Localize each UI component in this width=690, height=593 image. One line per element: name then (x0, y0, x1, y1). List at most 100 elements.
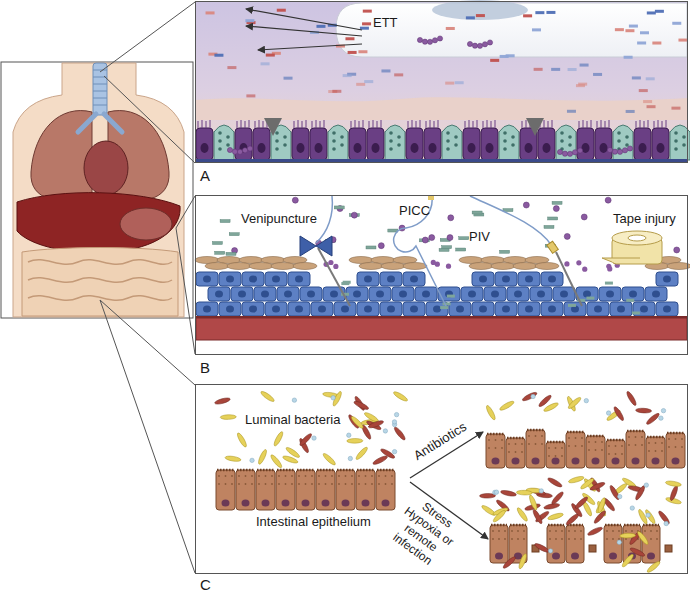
drawing-rect (356, 470, 375, 510)
drawing-ellipse (456, 306, 464, 313)
drawing-ellipse (612, 458, 620, 465)
drawing-ellipse (609, 553, 617, 560)
drawing-circle (615, 445, 617, 447)
drawing-path (385, 125, 405, 160)
trachea-rings (93, 70, 107, 105)
drawing-rect (472, 302, 494, 316)
panel-label: PIV (469, 229, 490, 244)
drawing-path (547, 441, 564, 444)
drawing-path (597, 120, 609, 128)
drawing-rect (369, 287, 391, 301)
drawing-circle (218, 483, 220, 485)
drawing-circle (574, 538, 576, 540)
drawing-rect (466, 16, 475, 19)
drawing-ellipse (262, 500, 270, 507)
drawing-rect (300, 287, 322, 301)
drawing-rect (334, 302, 356, 316)
drawing-rect (490, 525, 508, 563)
drawing-rect (495, 302, 517, 316)
drawing-rect (265, 272, 287, 286)
drawing-circle (331, 483, 333, 485)
drawing-path (255, 120, 267, 128)
drawing-circle (659, 416, 663, 420)
drawing-path (237, 120, 249, 128)
drawing-ellipse (258, 143, 266, 153)
drawing-ellipse (433, 306, 441, 313)
drawing-rect (367, 128, 384, 160)
drawing-circle (454, 143, 458, 147)
drawing-rect (639, 89, 648, 92)
panel-box: CLuminal bacteriaIntestinal epitheliumAn… (195, 384, 688, 574)
drawing-circle (568, 538, 570, 540)
drawing-circle (291, 483, 293, 485)
drawing-circle (607, 147, 612, 152)
drawing-ellipse (592, 458, 600, 465)
drawing-rect (403, 272, 425, 286)
drawing-ellipse (284, 291, 292, 298)
drawing-ellipse (257, 449, 268, 465)
drawing-ellipse (355, 446, 369, 461)
drawing-ellipse (372, 455, 388, 466)
drawing-circle (251, 475, 253, 477)
drawing-rect (364, 80, 373, 83)
drawing-rect (500, 250, 510, 253)
drawing-ellipse (302, 500, 310, 507)
drawing-circle (218, 131, 222, 135)
drawing-circle (648, 450, 650, 452)
drawing-ellipse (410, 306, 418, 313)
leader-line (100, 300, 195, 385)
drawing-circle (617, 149, 622, 154)
drawing-ellipse (368, 419, 385, 429)
drawing-rect (380, 272, 402, 286)
drawing-rect (647, 105, 656, 108)
intestine-coils (28, 260, 172, 301)
drawing-circle (325, 475, 327, 477)
drawing-ellipse (589, 481, 606, 492)
drawing-circle (231, 483, 233, 485)
drawing-ellipse (242, 500, 250, 507)
drawing-circle (612, 538, 614, 540)
drawing-circle (661, 450, 663, 452)
drawing-rect (490, 59, 499, 62)
drawing-ellipse (410, 276, 418, 283)
drawing-circle (271, 475, 273, 477)
drawing-rect (215, 251, 225, 254)
drawing-circle (641, 444, 643, 446)
drawing-rect (438, 287, 460, 301)
drawing-ellipse (525, 276, 533, 283)
drawing-path (670, 125, 690, 160)
drawing-path (357, 469, 374, 472)
drawing-circle (511, 538, 513, 540)
drawing-circle (378, 243, 384, 249)
drawing-ellipse (354, 143, 362, 153)
drawing-ellipse (492, 509, 507, 523)
drawing-circle (661, 408, 665, 412)
drawing-rect (566, 432, 585, 468)
drawing-path (328, 125, 348, 160)
drawing-ellipse (282, 455, 299, 465)
drawing-rect (394, 73, 403, 76)
drawing-rect (292, 128, 309, 160)
drawing-circle (495, 439, 497, 441)
flow-arrow (258, 44, 362, 50)
drawing-ellipse (620, 533, 636, 538)
flow-arrows (246, 9, 362, 50)
dermis-band (196, 318, 687, 340)
drawing-circle (588, 441, 590, 443)
drawing-circle (487, 40, 492, 45)
drawing-ellipse (672, 458, 680, 465)
drawing-rect (461, 287, 483, 301)
drawing-rect (332, 90, 341, 93)
drawing-circle (674, 139, 678, 143)
drawing-circle (674, 147, 678, 151)
drawing-circle (622, 148, 627, 153)
drawing-ellipse (236, 432, 248, 448)
drawing-circle (549, 538, 551, 540)
drawing-circle (521, 443, 523, 445)
drawing-ellipse (353, 291, 361, 298)
drawing-path (337, 469, 354, 472)
drawing-rect (446, 27, 455, 30)
drawing-ellipse (269, 454, 283, 469)
drawing-circle (392, 449, 396, 453)
